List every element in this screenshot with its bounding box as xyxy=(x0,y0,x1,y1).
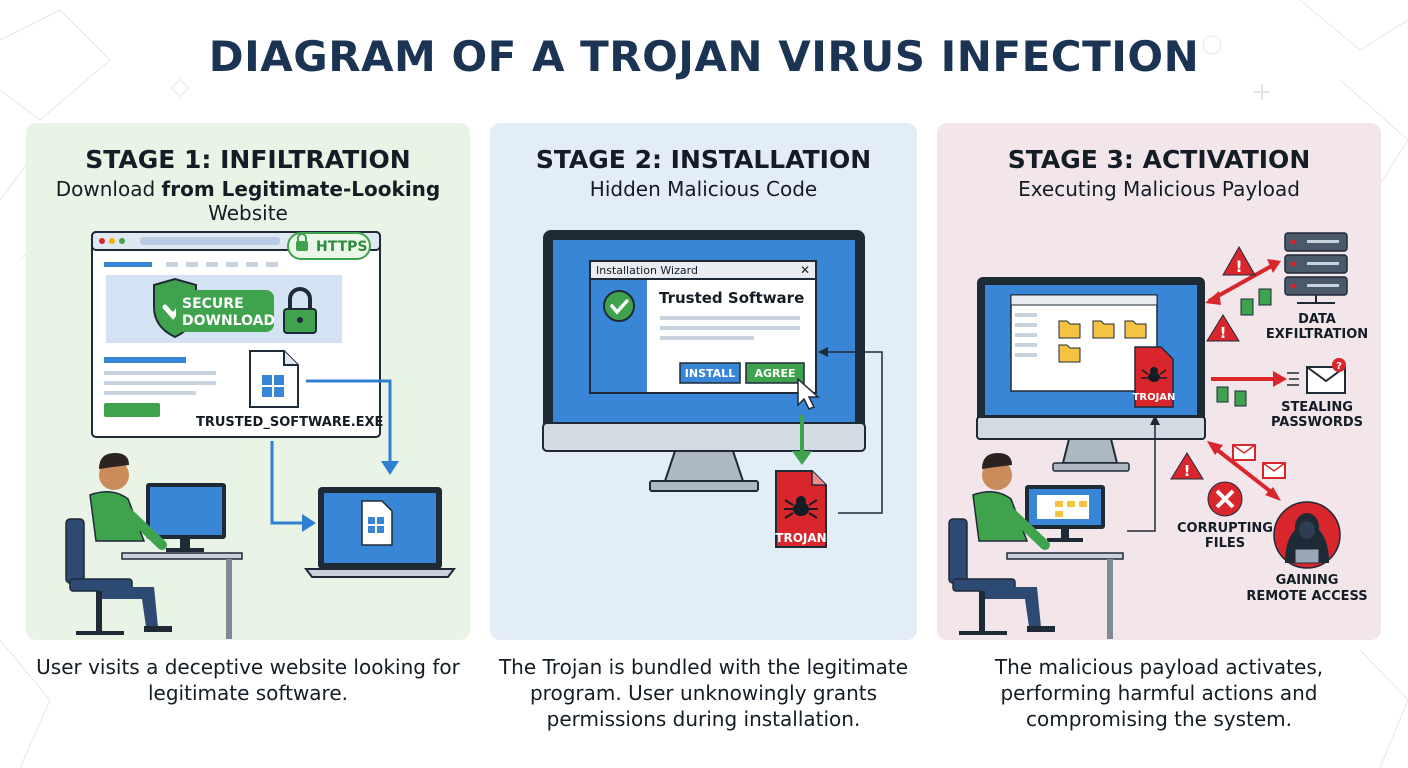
user-at-desk xyxy=(65,453,243,639)
down-arrow-icon xyxy=(792,451,812,465)
warning-icon: ! xyxy=(1222,245,1256,276)
secure-download-badge: SECURE DOWNLOAD xyxy=(176,290,275,332)
trojan-file-icon: TROJAN xyxy=(1133,346,1176,408)
exfil-label-1: DATA xyxy=(1298,312,1336,327)
corrupt-label-1: CORRUPTING xyxy=(1177,521,1273,536)
error-circle-icon xyxy=(1207,481,1243,517)
file-name-label: TRUSTED_SOFTWARE.EXE xyxy=(196,415,383,430)
padlock-icon xyxy=(283,287,317,334)
stage-2-caption: The Trojan is bundled with the legitimat… xyxy=(498,655,909,731)
install-label: INSTALL xyxy=(685,367,735,380)
corrupt-remote-group: ! CORRUPTING FILES GAINING R xyxy=(1170,441,1368,604)
stage-3-panel: STAGE 3: ACTIVATION Executing Malicious … xyxy=(937,123,1381,640)
stage-1-caption: User visits a deceptive website looking … xyxy=(36,655,460,705)
secure-label-1: SECURE xyxy=(182,296,244,312)
data-exfiltration-group: ! ! DATA EXFILTRATION xyxy=(1205,232,1368,342)
warning-icon: ! xyxy=(1206,314,1240,342)
stage-2-subtitle: Hidden Malicious Code xyxy=(589,177,818,201)
stage-3-subtitle: Executing Malicious Payload xyxy=(1018,177,1300,201)
close-icon: ✕ xyxy=(800,263,810,277)
stage-2-illustration: Installation Wizard ✕ Trusted Software I… xyxy=(542,230,883,548)
browser-window xyxy=(91,231,381,438)
stage-1-subtitle: Download from Legitimate-Looking Website xyxy=(55,177,441,225)
stage-1-illustration: HTTPS SECURE DOWNLOAD TRUSTED_SOFTWARE.E… xyxy=(65,231,456,639)
spider-icon xyxy=(784,496,818,519)
laptop-icon xyxy=(304,487,456,578)
stage-3-caption: The malicious payload activates, perform… xyxy=(994,655,1324,731)
spider-icon xyxy=(1141,367,1167,382)
download-arrows xyxy=(270,379,392,525)
envelope-icon xyxy=(1232,444,1286,479)
remote-label-2: REMOTE ACCESS xyxy=(1246,589,1367,604)
remote-label-1: GAINING xyxy=(1276,573,1339,588)
server-icon xyxy=(1284,232,1348,304)
cursor-icon xyxy=(797,377,820,410)
envelope-icon xyxy=(1306,366,1346,394)
trojan-label: TROJAN xyxy=(1133,392,1176,403)
stage-3-illustration: TROJAN ! ! xyxy=(948,232,1368,639)
page-title: DIAGRAM OF A TROJAN VIRUS INFECTION xyxy=(208,32,1200,81)
link-line xyxy=(1127,423,1156,532)
svg-text:!: ! xyxy=(1220,324,1227,342)
stage-2-heading: STAGE 2: INSTALLATION xyxy=(535,145,872,174)
agree-button[interactable]: AGREE xyxy=(745,362,805,384)
folder-icons xyxy=(1058,320,1147,363)
feedback-arrow xyxy=(826,351,883,514)
user-at-desk xyxy=(948,453,1124,639)
stage-3-heading: STAGE 3: ACTIVATION xyxy=(1007,145,1311,174)
corrupt-label-2: FILES xyxy=(1205,536,1245,551)
warning-icon: ! xyxy=(1170,452,1204,480)
stage-2-panel: STAGE 2: INSTALLATION Hidden Malicious C… xyxy=(490,123,917,640)
trojan-label: TROJAN xyxy=(775,531,826,545)
wizard-heading: Trusted Software xyxy=(659,289,804,307)
https-badge: HTTPS xyxy=(287,232,371,260)
check-circle-icon xyxy=(603,290,635,322)
stage-1-panel: STAGE 1: INFILTRATION Download from Legi… xyxy=(26,123,470,640)
agree-label: AGREE xyxy=(754,367,795,380)
document-icons xyxy=(1240,288,1272,316)
wizard-title: Installation Wizard xyxy=(596,264,698,277)
svg-text:!: ! xyxy=(1235,257,1242,276)
svg-text:!: ! xyxy=(1184,462,1191,480)
stage-1-heading: STAGE 1: INFILTRATION xyxy=(85,145,411,174)
exfil-label-2: EXFILTRATION xyxy=(1266,327,1368,342)
svg-text:?: ? xyxy=(1336,361,1342,372)
steal-label-1: STEALING xyxy=(1281,400,1353,415)
trojan-file-icon: TROJAN xyxy=(775,470,827,548)
secure-label-2: DOWNLOAD xyxy=(182,313,275,329)
stealing-passwords-group: ? STEALING PASSWORDS xyxy=(1211,358,1363,430)
hacker-icon xyxy=(1273,501,1341,569)
steal-label-2: PASSWORDS xyxy=(1271,415,1363,430)
https-label: HTTPS xyxy=(316,239,367,255)
install-button[interactable]: INSTALL xyxy=(679,362,741,384)
windows-file-icon xyxy=(249,350,299,408)
